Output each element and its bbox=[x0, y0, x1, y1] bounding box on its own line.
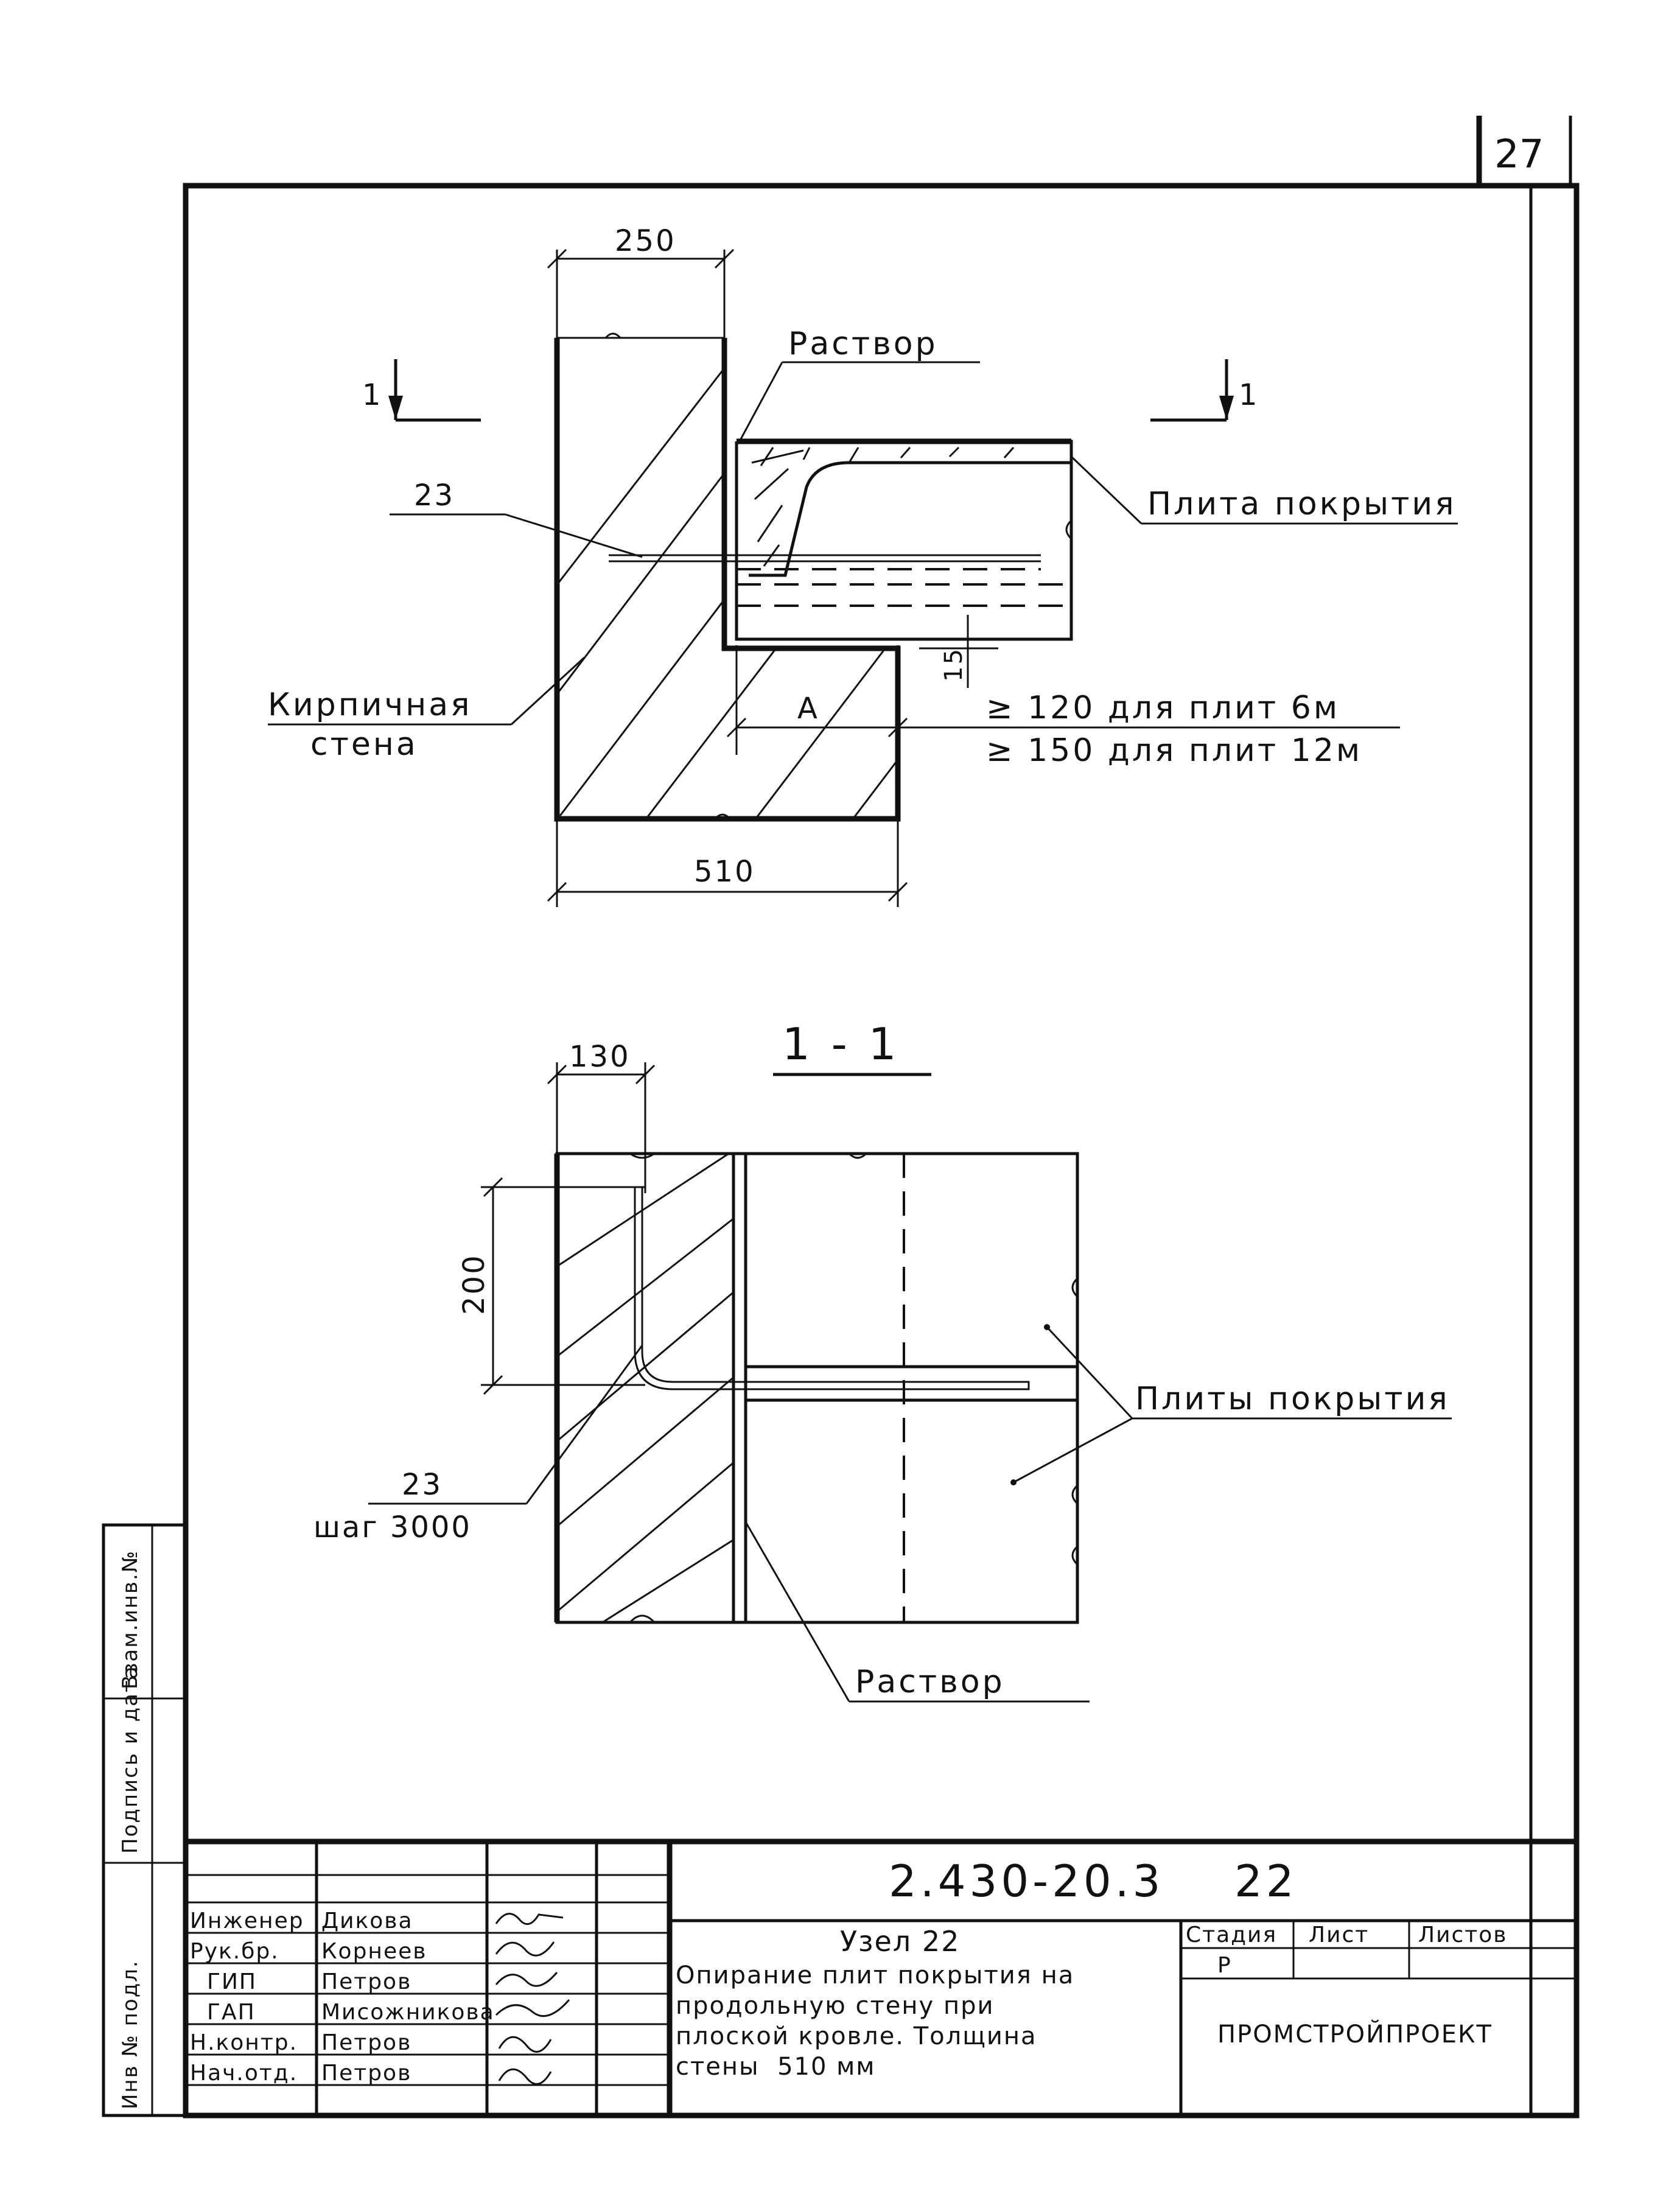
section-marker-step: шаг 3000 bbox=[313, 1510, 472, 1544]
plan-dim-510 bbox=[547, 819, 908, 907]
drawing-title-2: Опирание плит покрытия на bbox=[676, 1961, 1074, 1989]
section-dim-side: 200 bbox=[457, 1253, 491, 1315]
staff-role-5: Н.контр. bbox=[190, 2030, 298, 2055]
sheets-header: Листов bbox=[1418, 1922, 1507, 1947]
staff-name-4: Мисожникова bbox=[321, 2000, 495, 2025]
staff-name-1: Дикова bbox=[321, 1908, 413, 1933]
staff-role-6: Нач.отд. bbox=[190, 2061, 298, 2086]
plan-brick-wall bbox=[554, 332, 901, 822]
staff-name-3: Петров bbox=[321, 1969, 411, 1994]
side-stamp-inv-orig: Инв № подл. bbox=[118, 1960, 142, 2109]
drawing-title-4: плоской кровле. Толщина bbox=[676, 2022, 1037, 2050]
plan-label-brick-wall-1: Кирпичная bbox=[268, 687, 472, 723]
signatures bbox=[495, 1913, 570, 2085]
plan-label-slab: Плита покрытия bbox=[1147, 486, 1456, 522]
staff-name-2: Корнеев bbox=[321, 1939, 427, 1964]
plan-dim-bearing bbox=[726, 645, 1400, 755]
drawing-title-1: Узел 22 bbox=[840, 1925, 960, 1958]
section-wall bbox=[554, 1152, 735, 1624]
plan-bearing-note-2: ≥ 150 для плит 12м bbox=[986, 732, 1362, 769]
section-slabs bbox=[634, 1152, 1079, 1624]
cut-mark-right bbox=[1150, 359, 1234, 422]
side-stamp-inv-swap: Взам.инв.№ bbox=[118, 1550, 142, 1689]
section-label-mortar: Раствор bbox=[855, 1664, 1005, 1700]
section-leaders bbox=[368, 1324, 1452, 1703]
stage-header: Стадия bbox=[1186, 1922, 1277, 1947]
side-stamp bbox=[102, 1523, 187, 2117]
cut-mark-right-label: 1 bbox=[1239, 378, 1259, 412]
sheet-number: 27 bbox=[1494, 132, 1544, 177]
stage-value: Р bbox=[1217, 1953, 1232, 1978]
plan-label-mortar: Раствор bbox=[788, 326, 938, 362]
staff-role-3: ГИП bbox=[207, 1969, 257, 1994]
sheet-frame bbox=[183, 116, 1580, 2119]
section-title: 1 - 1 bbox=[782, 1018, 900, 1070]
staff-role-2: Рук.бр. bbox=[190, 1939, 279, 1964]
side-stamp-sign-date: Подпись и дата bbox=[118, 1665, 142, 1854]
staff-role-4: ГАП bbox=[207, 2000, 256, 2025]
plan-label-brick-wall-2: стена bbox=[310, 726, 418, 763]
section-dim-top: 130 bbox=[569, 1040, 631, 1074]
drawing-title-5: стены 510 мм bbox=[676, 2053, 875, 2081]
staff-name-6: Петров bbox=[321, 2061, 411, 2086]
plan-dim-250 bbox=[547, 248, 735, 338]
plan-bearing-note-1: ≥ 120 для плит 6м bbox=[986, 690, 1340, 726]
plan-wall-hatch bbox=[557, 338, 898, 819]
cut-mark-left bbox=[388, 359, 481, 422]
staff-name-5: Петров bbox=[321, 2030, 411, 2055]
section-dim-200 bbox=[481, 1177, 645, 1395]
plan-slab bbox=[609, 438, 1073, 641]
staff-role-1: Инженер bbox=[190, 1908, 304, 1933]
title-block bbox=[186, 1838, 1577, 2115]
plan-dim-bottom: 510 bbox=[694, 855, 755, 889]
section-dim-130 bbox=[547, 1062, 656, 1193]
section-label-slabs: Плиты покрытия bbox=[1135, 1381, 1450, 1417]
plan-leaders bbox=[268, 361, 1458, 726]
drawing-title-3: продольную стену при bbox=[676, 1992, 994, 2020]
plan-marker-anchor: 23 bbox=[414, 478, 455, 513]
cut-mark-left-label: 1 bbox=[362, 378, 383, 412]
plan-dim-gap bbox=[919, 615, 998, 688]
sheet-header: Лист bbox=[1309, 1922, 1369, 1947]
section-wall-hatch bbox=[557, 1154, 733, 1622]
doc-code: 2.430-20.3 22 bbox=[889, 1856, 1298, 1907]
section-marker-anchor: 23 bbox=[402, 1468, 443, 1502]
plan-dim-gap-label: 15 bbox=[940, 647, 968, 682]
plan-dim-bearing-label: А bbox=[797, 692, 819, 726]
staff-table: Инженер Дикова Рук.бр. Корнеев ГИП Петро… bbox=[190, 1908, 495, 2086]
organization: ПРОМСТРОЙПРОЕКТ bbox=[1217, 2019, 1493, 2049]
plan-dim-top: 250 bbox=[615, 224, 676, 258]
